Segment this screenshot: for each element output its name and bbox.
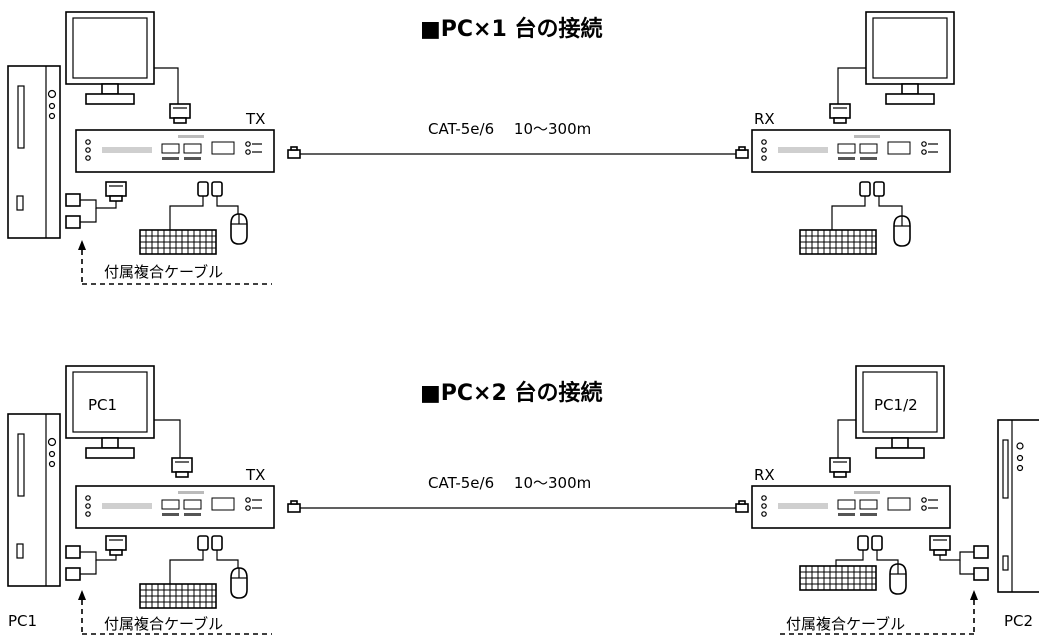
- ps2-tx2-keyboard-plug-icon: [197, 535, 209, 551]
- rx2-label: RX: [754, 466, 775, 484]
- keyboard-rx-icon: [799, 229, 877, 255]
- mouse-tx-icon: [230, 213, 248, 245]
- vga-rx-connector-icon: [829, 103, 851, 124]
- ps2-tx2-mouse-plug-icon: [211, 535, 223, 551]
- composite-vga-icon: [105, 181, 127, 202]
- cable-label: CAT-5e/6 10～300m: [428, 120, 591, 138]
- ps2-rx-keyboard-plug-icon: [859, 181, 871, 197]
- section2-title: ■PC×2 台の接続: [420, 380, 602, 406]
- tx2-label: TX: [245, 466, 265, 484]
- rx-extender-icon: [751, 129, 951, 173]
- vga-rx2-connector-icon: [829, 457, 851, 478]
- rj45-rx-icon: [735, 146, 749, 159]
- mouse-rx-icon: [893, 215, 911, 247]
- section-single-pc: ■PC×1 台の接続 TX CAT-5e/6 10～300m RX: [7, 11, 955, 285]
- rx-label: RX: [754, 110, 775, 128]
- tx-extender-icon: [75, 129, 275, 173]
- ps2-rx2-keyboard-plug-icon: [857, 535, 869, 551]
- monitor-rx-icon: [865, 11, 955, 105]
- keyboard-rx2-icon: [799, 565, 877, 591]
- rx2-extender-icon: [751, 485, 951, 529]
- pc2-tower-icon: [997, 419, 1039, 593]
- monitor-pc1-label: PC1: [88, 396, 117, 414]
- monitor-pc12-label: PC1/2: [874, 396, 918, 414]
- composite-cable-right-label: 付属複合ケーブル: [786, 615, 905, 633]
- composite-vga-pc2-icon: [929, 535, 951, 556]
- monitor-tx-icon: [65, 11, 155, 105]
- keyboard-tx-icon: [139, 229, 217, 255]
- composite-vga-pc1-icon: [105, 535, 127, 556]
- ps2-keyboard-plug-icon: [197, 181, 209, 197]
- vga-pc1-connector-icon: [171, 457, 193, 478]
- composite-cable-label: 付属複合ケーブル: [104, 263, 223, 281]
- cable2-label: CAT-5e/6 10～300m: [428, 474, 591, 492]
- section-two-pcs: ■PC×2 台の接続 PC1 PC1 TX CAT-5e/6 10～300m R…: [7, 365, 1039, 635]
- mouse-tx2-icon: [230, 567, 248, 599]
- ps2-mouse-plug-icon: [211, 181, 223, 197]
- ps2-rx2-mouse-plug-icon: [871, 535, 883, 551]
- rj45-tx2-icon: [287, 500, 301, 513]
- pc1-label: PC1: [8, 612, 37, 630]
- ps2-rx-mouse-plug-icon: [873, 181, 885, 197]
- section1-title: ■PC×1 台の接続: [420, 16, 602, 42]
- mouse-rx2-icon: [889, 563, 907, 595]
- pc2-label: PC2: [1004, 612, 1033, 630]
- tx-label: TX: [245, 110, 265, 128]
- vga-connector-icon: [169, 103, 191, 124]
- rj45-tx-icon: [287, 146, 301, 159]
- keyboard-tx2-icon: [139, 583, 217, 609]
- tx2-extender-icon: [75, 485, 275, 529]
- pc1-tower-icon: [7, 413, 61, 587]
- composite-cable-left-label: 付属複合ケーブル: [104, 615, 223, 633]
- rj45-rx2-icon: [735, 500, 749, 513]
- pc-tower-icon: [7, 65, 61, 239]
